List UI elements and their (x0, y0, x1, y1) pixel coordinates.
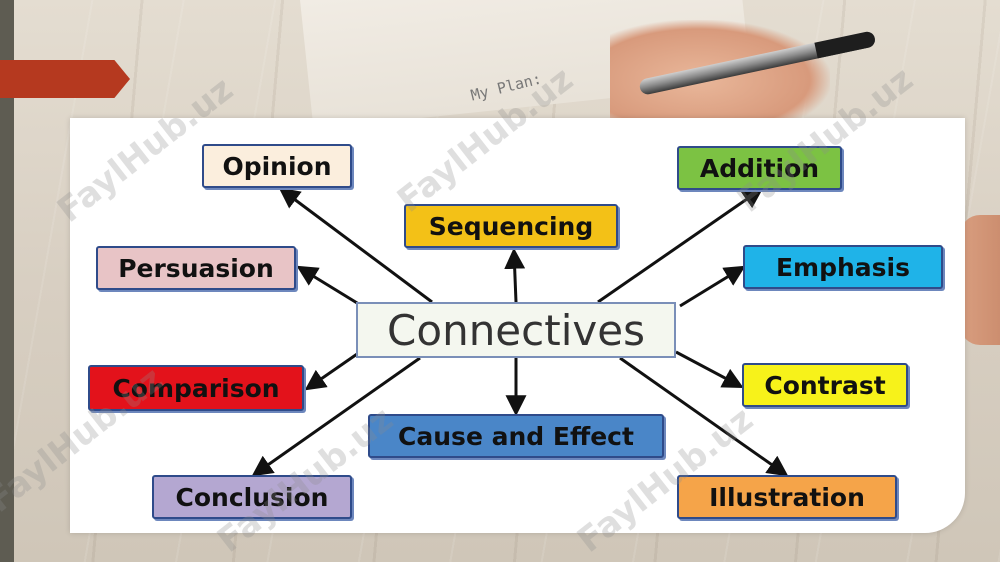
arrow-to-illustration (619, 356, 789, 477)
arrow-to-comparison (304, 350, 361, 391)
node-opinion: Opinion (202, 144, 352, 188)
arm-image (960, 215, 1000, 345)
node-cause-and-effect: Cause and Effect (368, 414, 664, 458)
arrow-to-opinion (278, 187, 433, 304)
node-persuasion: Persuasion (96, 246, 296, 290)
node-sequencing: Sequencing (404, 204, 618, 248)
node-comparison: Comparison (88, 365, 304, 411)
center-node-connectives: Connectives (356, 302, 676, 358)
arrow-to-persuasion (296, 265, 363, 308)
node-conclusion: Conclusion (152, 475, 352, 519)
arrow-to-addition (597, 187, 764, 304)
node-addition: Addition (677, 146, 842, 190)
left-accent-bar (0, 0, 14, 562)
arrow-to-conclusion (251, 356, 421, 477)
red-arrow-tab (0, 60, 130, 98)
arrow-to-sequencing (504, 247, 526, 303)
node-illustration: Illustration (677, 475, 897, 519)
arrow-to-contrast (675, 350, 744, 388)
arrow-to-emphasis (679, 265, 746, 308)
node-emphasis: Emphasis (743, 245, 943, 289)
node-contrast: Contrast (742, 363, 908, 407)
